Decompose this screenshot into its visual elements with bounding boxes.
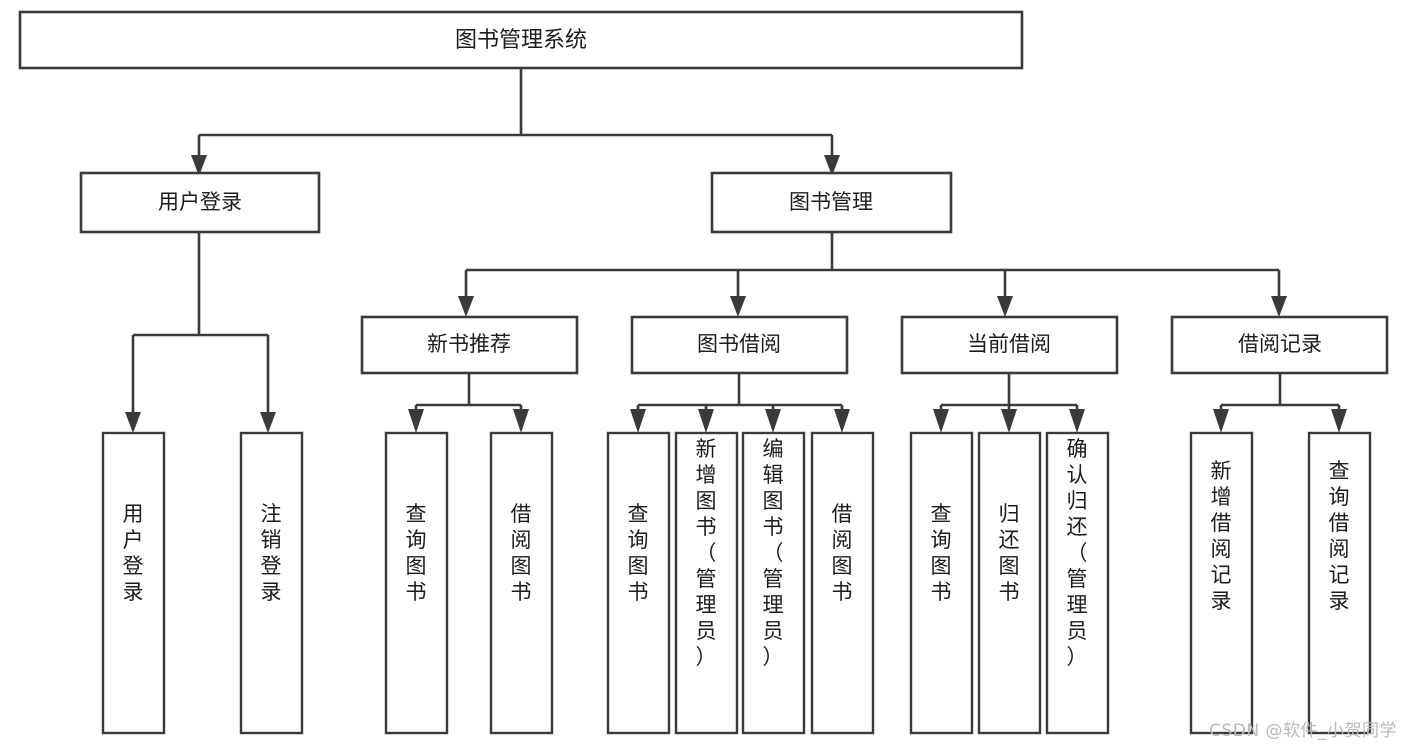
leaf-label: 查询图书 [931,502,952,604]
node-user-login-label: 用户登录 [158,190,242,214]
node-borrow-record-label: 借阅记录 [1238,332,1322,356]
arrow-user-leaf2-icon [260,412,276,433]
arrow-book-c3-icon [997,296,1013,317]
leaf-current-borrow-1[interactable]: 归还图书 [977,431,1042,735]
arrow-borrow-l4-icon [834,409,850,433]
leaf-box[interactable] [606,431,671,735]
node-book-management-box[interactable] [710,171,953,234]
arrow-recommend-l2-icon [513,409,529,433]
leaf-user-login-0[interactable]: 用户登录 [101,431,166,735]
leaf-box[interactable] [741,431,806,735]
leaf-new-book-recommend-0[interactable]: 查询图书 [384,431,449,735]
csdn-watermark: CSDN @软件_小贺同学 [1209,721,1397,741]
leaf-box[interactable] [384,431,449,735]
node-user-login-box[interactable] [79,171,321,234]
node-book-management[interactable]: 图书管理 [710,171,953,234]
arrow-root-to-book-icon [824,155,840,176]
node-current-borrow[interactable]: 当前借阅 [900,315,1119,375]
node-new-book-recommend-box[interactable] [360,315,579,375]
leaf-label: 借阅图书 [832,502,853,604]
arrow-borrow-l2-icon [698,409,714,433]
node-borrow-record[interactable]: 借阅记录 [1170,315,1389,375]
connector-layer [125,69,1347,433]
leaf-label: 注销登录 [261,502,282,604]
leaf-box[interactable] [1045,431,1110,735]
leaf-book-borrow-0[interactable]: 查询图书 [606,431,671,735]
arrow-current-l3-icon [1069,409,1085,433]
leaf-box[interactable] [101,431,166,735]
leaf-box[interactable] [239,431,304,735]
leaf-label: 查询借阅记录 [1329,459,1350,613]
leaf-box[interactable] [1189,431,1254,735]
leaf-book-borrow-3[interactable]: 借阅图书 [810,431,875,735]
node-user-login[interactable]: 用户登录 [79,171,321,234]
leaf-box[interactable] [489,431,554,735]
leaf-label: 归还图书 [999,502,1020,604]
node-new-book-recommend[interactable]: 新书推荐 [360,315,579,375]
leaf-label: 新增借阅记录 [1211,459,1232,613]
leaf-box[interactable] [1307,431,1372,735]
arrow-book-c1-icon [458,296,474,317]
arrow-record-l2-icon [1331,409,1347,433]
leaf-box[interactable] [674,431,739,735]
node-current-borrow-box[interactable] [900,315,1119,375]
arrow-borrow-l1-icon [630,409,646,433]
leaf-label: 用户登录 [123,502,144,604]
leaf-book-borrow-2[interactable]: 编辑图书（管理员） [741,431,806,735]
node-root-box[interactable] [18,10,1024,70]
node-book-management-label: 图书管理 [789,190,873,214]
arrow-record-l1-icon [1213,409,1229,433]
leaf-current-borrow-2[interactable]: 确认归还（管理员） [1045,431,1110,735]
arrow-book-c2-icon [730,296,746,317]
leaf-box[interactable] [977,431,1042,735]
leaf-book-borrow-1[interactable]: 新增图书（管理员） [674,431,739,735]
arrow-borrow-l3-icon [765,409,781,433]
leaf-label: 新增图书（管理员） [696,437,717,669]
leaf-box[interactable] [810,431,875,735]
node-current-borrow-label: 当前借阅 [967,332,1051,356]
leaf-borrow-record-1[interactable]: 查询借阅记录 [1307,431,1372,735]
arrow-current-l2-icon [1001,409,1017,433]
leaf-current-borrow-0[interactable]: 查询图书 [909,431,974,735]
leaf-label: 编辑图书（管理员） [763,437,784,669]
node-root[interactable]: 图书管理系统 [18,10,1024,70]
leaf-borrow-record-0[interactable]: 新增借阅记录 [1189,431,1254,735]
node-book-borrow[interactable]: 图书借阅 [630,315,849,375]
node-borrow-record-box[interactable] [1170,315,1389,375]
node-new-book-recommend-label: 新书推荐 [427,332,511,356]
arrow-recommend-l1-icon [408,409,424,433]
node-book-borrow-box[interactable] [630,315,849,375]
leaf-box[interactable] [909,431,974,735]
arrow-book-c4-icon [1271,296,1287,317]
arrow-user-leaf1-icon [125,412,141,433]
leaf-user-login-1[interactable]: 注销登录 [239,431,304,735]
arrow-root-to-user-icon [191,155,207,176]
node-book-borrow-label: 图书借阅 [697,332,781,356]
arrow-current-l1-icon [933,409,949,433]
leaf-label: 查询图书 [406,502,427,604]
leaf-label: 确认归还（管理员） [1067,437,1088,669]
leaf-label: 查询图书 [628,502,649,604]
leaf-label: 借阅图书 [511,502,532,604]
leaf-new-book-recommend-1[interactable]: 借阅图书 [489,431,554,735]
node-root-label: 图书管理系统 [455,28,587,53]
